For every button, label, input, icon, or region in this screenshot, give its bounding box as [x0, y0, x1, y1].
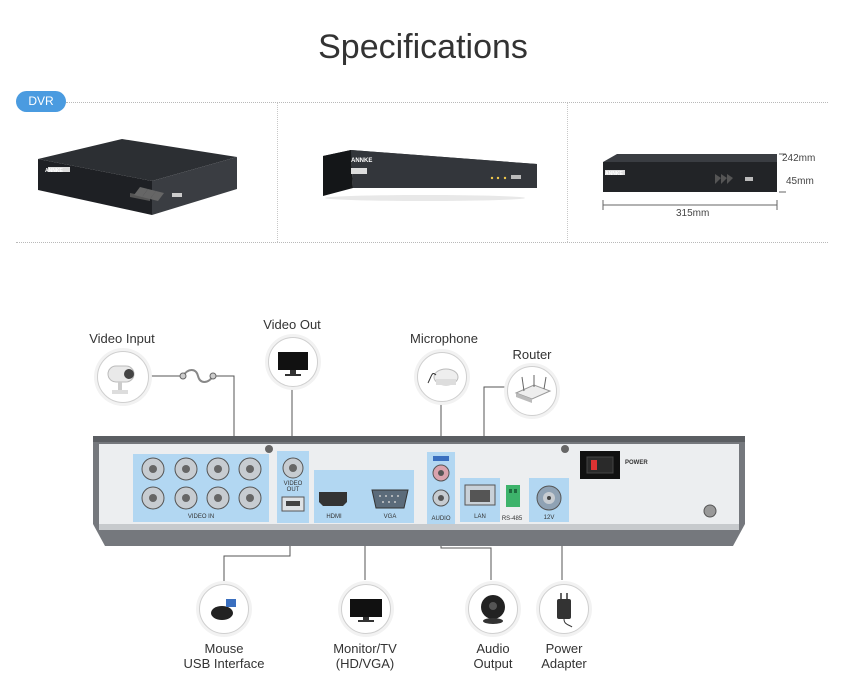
- dvr-tag: DVR: [16, 91, 66, 112]
- video-out-label: VIDEO OUT: [283, 481, 303, 493]
- divider-top: [66, 102, 828, 103]
- dimension-height: 45mm: [786, 176, 814, 187]
- power-adapter-label-line2: Adapter: [541, 656, 587, 671]
- monitor-label-line2: (HD/VGA): [335, 656, 395, 671]
- power-adapter-icon: [539, 584, 589, 634]
- monitor-label-line1: Monitor/TV: [333, 641, 397, 656]
- lan-label: LAN: [474, 514, 486, 520]
- power-switch: [580, 451, 620, 479]
- rs485-port: [506, 485, 520, 507]
- power-in-port: [536, 485, 562, 511]
- audio-output-label-line1: Audio: [476, 641, 510, 656]
- mouse-label-line2: USB Interface: [183, 656, 265, 671]
- brand-logo-3: ANNKE: [605, 171, 623, 177]
- divider-vertical-1: [277, 103, 278, 242]
- tv-icon: [268, 337, 318, 387]
- page-title: Specifications: [318, 28, 528, 66]
- vga-label: VGA: [383, 514, 397, 520]
- monitor-icon: [341, 584, 391, 634]
- power-adapter-label-line1: Power: [545, 641, 583, 656]
- router-icon: [507, 366, 557, 416]
- power-in-label: 12V: [543, 515, 555, 521]
- audio-output-label-line2: Output: [473, 656, 513, 671]
- microphone-icon: [417, 352, 467, 402]
- hdmi-label: HDMI: [326, 514, 342, 520]
- bnc-connectors: [141, 457, 262, 510]
- dimension-depth: 242mm: [782, 153, 816, 164]
- mouse-label-line1: Mouse: [204, 641, 244, 656]
- brand-logo-1: ANNKE: [45, 168, 63, 174]
- divider-vertical-2: [567, 103, 568, 242]
- mouse-icon: [199, 584, 249, 634]
- dvr-front-angle-image: [38, 139, 237, 215]
- dvr-side-angle-image: [323, 150, 537, 201]
- video-out-usb-ports: [281, 457, 305, 512]
- dvr-dimensions-image: [602, 153, 786, 210]
- power-switch-label: POWER: [625, 460, 648, 466]
- audio-region: [427, 452, 455, 524]
- rs485-label: RS-485: [501, 516, 523, 522]
- router-label: Router: [512, 347, 552, 362]
- camera-icon: [97, 351, 149, 403]
- divider-bottom: [16, 242, 828, 243]
- brand-logo-2: ANNKE: [351, 158, 373, 164]
- video-input-label: Video Input: [89, 331, 155, 346]
- cable-icon: [179, 369, 217, 383]
- microphone-label: Microphone: [410, 331, 478, 346]
- video-in-label: VIDEO IN: [187, 514, 215, 520]
- audio-label: AUDIO: [431, 516, 451, 522]
- hdmi-vga-ports: [319, 489, 409, 509]
- dimension-width: 315mm: [676, 208, 710, 219]
- video-out-callout-label: Video Out: [263, 317, 321, 332]
- audio-ports: [432, 456, 450, 507]
- speaker-icon: [468, 584, 518, 634]
- lan-port: [464, 484, 496, 506]
